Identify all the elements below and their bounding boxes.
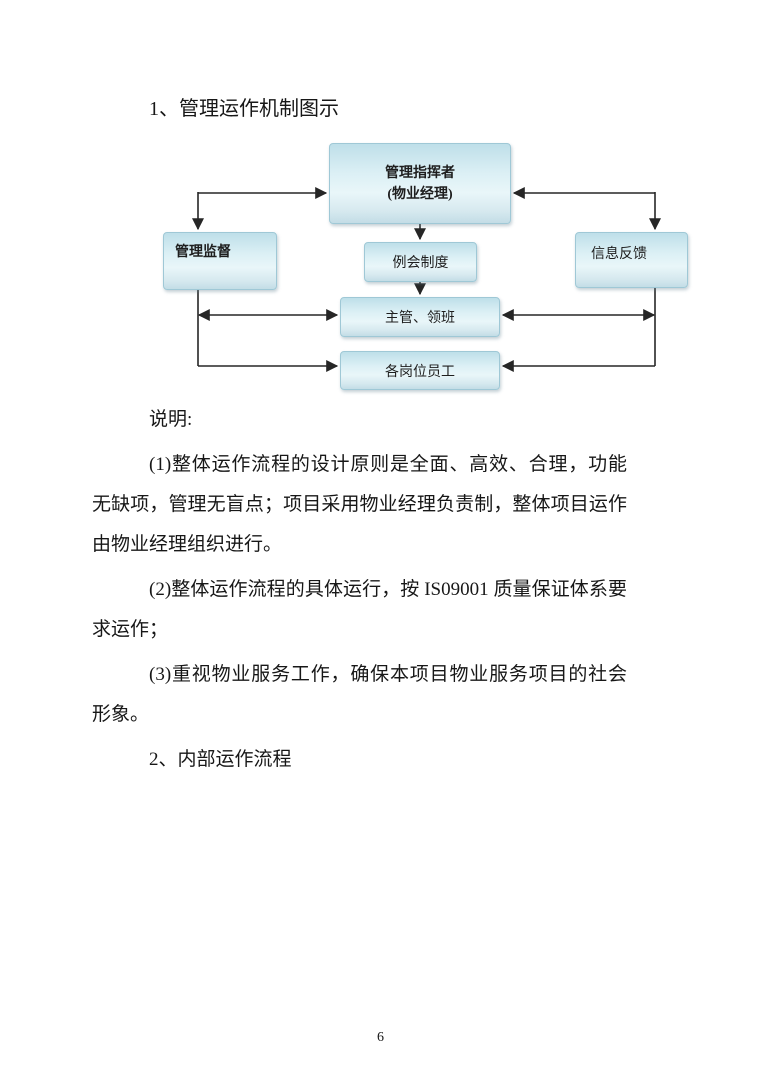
paragraph-2: (2)整体运作流程的具体运行，按 IS09001 质量保证体系要求运作； (92, 579, 627, 640)
section-heading-1: 1、管理运作机制图示 (149, 98, 339, 120)
page-number: 6 (377, 1030, 384, 1045)
flow-box-meeting: 例会制度 (364, 242, 477, 282)
flow-box-commander: 管理指挥者 (物业经理) (329, 143, 511, 224)
flow-box-supervision: 管理监督 (163, 232, 277, 290)
paragraph-1: (1)整体运作流程的设计原则是全面、高效、合理，功能无缺项，管理无盲点；项目采用… (92, 454, 627, 555)
flow-box-commander-title: 管理指挥者 (385, 165, 455, 181)
body-text: 说明: (1)整体运作流程的设计原则是全面、高效、合理，功能无缺项，管理无盲点；… (92, 400, 627, 780)
flow-box-meeting-label: 例会制度 (392, 256, 449, 271)
flow-box-foreman: 主管、领班 (340, 297, 500, 337)
management-mechanism-diagram: 管理指挥者 (物业经理) 管理监督 信息反馈 例会制度 主管、领班 各岗位员工 (0, 140, 761, 400)
flow-connectors (192, 187, 661, 372)
section-heading-2: 2、内部运作流程 (149, 749, 292, 770)
flow-box-feedback: 信息反馈 (575, 232, 688, 288)
flow-box-staff: 各岗位员工 (340, 351, 500, 390)
flow-box-foreman-label: 主管、领班 (385, 311, 455, 326)
flow-box-feedback-label: 信息反馈 (591, 247, 647, 262)
note-label: 说明: (149, 409, 193, 430)
flow-box-commander-subtitle: (物业经理) (387, 186, 453, 202)
paragraph-3: (3)重视物业服务工作，确保本项目物业服务项目的社会形象。 (92, 664, 627, 725)
flow-box-supervision-label: 管理监督 (175, 245, 231, 260)
flow-box-staff-label: 各岗位员工 (385, 364, 455, 380)
